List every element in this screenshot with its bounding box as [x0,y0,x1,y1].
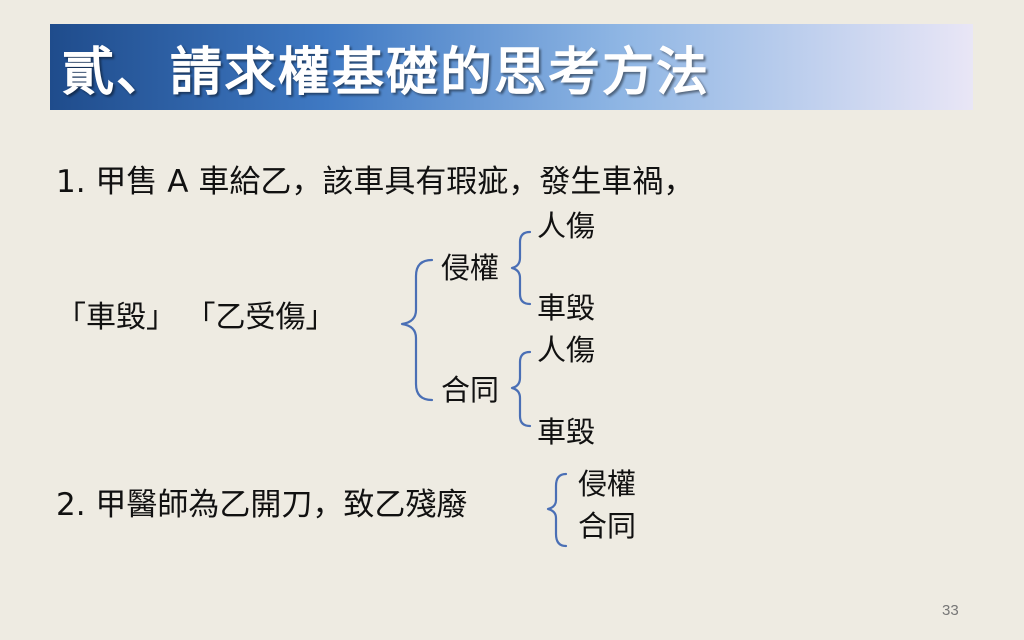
slide-title: 貳、請求權基礎的思考方法 [62,42,711,103]
tort-branch-label: 侵權 [441,251,500,285]
case-1-subject: 「車毀」 「乙受傷」 [56,300,336,335]
case-1-text: 1. 甲售 A 車給乙，該車具有瑕疵，發生車禍， [56,164,695,200]
case-2-brace [546,472,568,548]
case-2-tort-label: 侵權 [578,467,637,501]
contract-damage-label: 車毀 [537,415,596,449]
contract-brace [510,350,532,428]
main-brace [400,258,434,402]
case-2-text: 2. 甲醫師為乙開刀，致乙殘廢 [56,487,468,523]
tort-injury-label: 人傷 [537,209,596,243]
page-number: 33 [942,602,959,619]
tort-damage-label: 車毀 [537,291,596,325]
contract-injury-label: 人傷 [537,333,596,367]
case-2-contract-label: 合同 [578,509,637,543]
tort-brace [510,230,532,306]
contract-branch-label: 合同 [441,373,500,407]
title-banner [50,24,973,110]
